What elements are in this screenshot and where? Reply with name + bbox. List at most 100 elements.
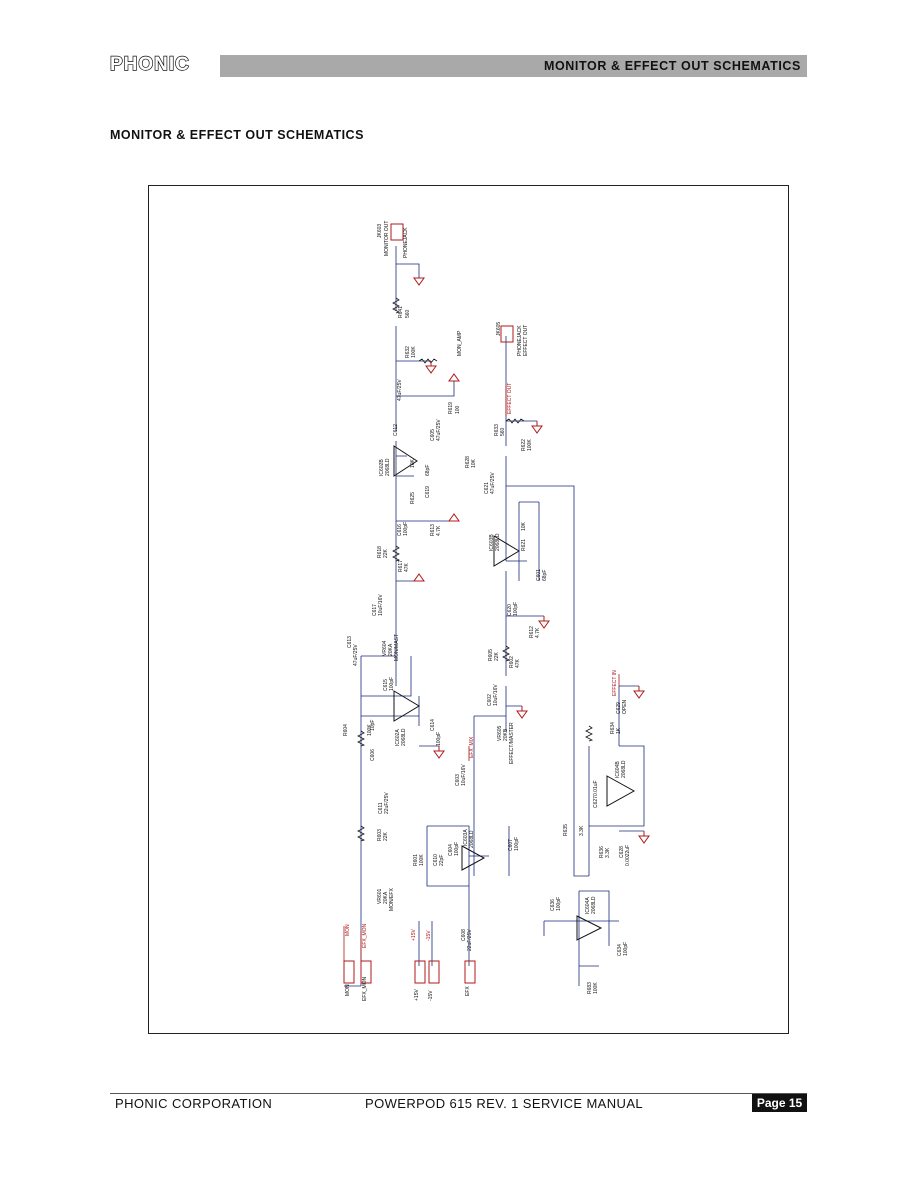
vr605-value: 20KB — [503, 728, 509, 741]
c636-value: 100pF — [556, 897, 562, 911]
r632-ref: R632 — [405, 346, 411, 358]
r603-ref: R603 — [377, 829, 383, 841]
vr601-value: 20KA — [383, 891, 389, 904]
c628-value: 0.0022uF — [625, 845, 631, 866]
vr605-name: EFFECT/MASTER — [509, 722, 515, 764]
c619-ref: C619 — [425, 486, 431, 498]
v15n-pin: -15V — [428, 990, 434, 1001]
effect-in-net: EFFECT IN — [612, 670, 618, 696]
c636-ref: C636 — [550, 899, 556, 911]
r628-ref: R628 — [465, 456, 471, 468]
r622-value: 100K — [527, 439, 533, 451]
vr604-name: MON/MAST — [394, 634, 400, 661]
c606-value: 10pF — [370, 720, 376, 731]
r603-value: 22K — [383, 831, 389, 841]
c629-value: OPEN — [622, 699, 628, 714]
c617-value: 10uF/16V — [378, 594, 384, 616]
r602-value: 47K — [515, 658, 521, 668]
r628-value: 10K — [471, 458, 477, 468]
r617-ref: R617 — [398, 560, 404, 572]
c634-value: 100pF — [623, 942, 629, 956]
c628-ref: C628 — [619, 846, 625, 858]
r619-value: 100 — [455, 405, 461, 414]
c627-value: 0.01uF — [593, 780, 599, 796]
c621-value: 47uF/25V — [490, 472, 496, 494]
r601-ref: R601 — [413, 854, 419, 866]
c602-value: 10uF/16V — [493, 684, 499, 706]
c612-ref: C612 — [393, 424, 399, 436]
r641-value: 560 — [405, 309, 411, 318]
c613-ref: C613 — [347, 636, 353, 648]
jack-top-type: PHONEJACK — [403, 227, 409, 258]
r641-ref: R641 — [398, 306, 404, 318]
c620-value: 100pF — [513, 602, 519, 616]
r633-ref: R633 — [494, 424, 500, 436]
vr604-ref: VR604 — [382, 640, 388, 656]
footer-company: PHONIC CORPORATION — [115, 1096, 273, 1111]
r613-value: 4.7K — [436, 525, 442, 536]
header-bar: MONITOR & EFFECT OUT SCHEMATICS — [220, 55, 807, 77]
v15n-net: -15V — [426, 930, 432, 941]
r612-ref: R612 — [529, 626, 535, 638]
ic604a-part: 2068LD — [591, 896, 597, 914]
c604-ref: C604 — [448, 844, 454, 856]
ic604b-ref: IC604B — [615, 761, 621, 778]
mon-net: MON — [345, 924, 351, 936]
c608-ref: C608 — [461, 929, 467, 941]
mon-amp-net: MON_AMP — [457, 330, 463, 356]
ic602a-part: 2068LD — [401, 728, 407, 746]
r633-value: 560 — [500, 427, 506, 436]
c619-value: 68pF — [425, 465, 431, 476]
efx-mix-net: EFX_MIX — [469, 736, 475, 758]
r636-ref: R636 — [599, 846, 605, 858]
r617-value: 47K — [404, 562, 410, 572]
r601-value: 100K — [419, 854, 425, 866]
c607-value: 100pF — [514, 837, 520, 851]
logo-text: PHONIC — [109, 53, 190, 75]
ic604a-ref: IC604A — [585, 897, 591, 914]
r605-value: 22K — [494, 651, 500, 661]
section-title: MONITOR & EFFECT OUT SCHEMATICS — [110, 128, 364, 142]
c612-value: 47uF/25V — [397, 379, 403, 401]
c613-value: 47uF/25V — [353, 644, 359, 666]
c627-ref: C627 — [593, 796, 599, 808]
c601-ref: C601 — [536, 569, 542, 581]
effect-out-net: EFFECT OUT — [507, 383, 513, 414]
efx-mon-net: EFX_MON — [362, 923, 368, 948]
r612-value: 4.7K — [535, 627, 541, 638]
ic602b-part: 2068LD — [385, 458, 391, 476]
r683-ref: R683 — [587, 982, 593, 994]
c605-ref: C605 — [430, 429, 436, 441]
jack-top-name: MONITOR OUT — [384, 221, 390, 256]
ic603b-part: 2068LD — [495, 533, 501, 551]
c634-ref: C634 — [617, 944, 623, 956]
footer-manual-title: POWERPOD 615 REV. 1 SERVICE MANUAL — [365, 1096, 644, 1111]
ic603b-ref: IC603B — [489, 534, 495, 551]
c611-ref: C611 — [378, 802, 384, 814]
vr605-ref: VR605 — [497, 725, 503, 741]
r625-ref: R625 — [410, 492, 416, 504]
ic602b-ref: IC602B — [379, 459, 385, 476]
r605-ref: R605 — [488, 649, 494, 661]
ic602a-ref: IC602A — [395, 729, 401, 746]
r602-ref: R602 — [509, 656, 515, 668]
c603-value: 10uF/16V — [461, 764, 467, 786]
footer-rule — [110, 1093, 807, 1094]
schematic-diagram: JK603 MONITOR OUT PHONEJACK R641 560 R63… — [343, 221, 650, 1001]
v15p-pin: +15V — [414, 989, 420, 1001]
v15p-net: +15V — [411, 929, 417, 941]
phonic-logo: PHONIC — [109, 53, 220, 76]
efx-pin: EFX — [465, 986, 471, 996]
vr604-value: 20KA — [388, 643, 394, 656]
c614-ref: C614 — [430, 719, 436, 731]
jack-eff-ref: JK605 — [496, 322, 502, 336]
c608-value: 22uF/25V — [467, 929, 473, 951]
c629-ref: C629 — [616, 702, 622, 714]
c601-value: 68pF — [542, 570, 548, 581]
r621-value: 10K — [521, 521, 527, 531]
r683-value: 100K — [593, 982, 599, 994]
r635-ref: R635 — [563, 824, 569, 836]
c610-ref: C610 — [433, 854, 439, 866]
vr601-name: MON/EFX — [389, 888, 395, 911]
c620-ref: C620 — [507, 604, 513, 616]
